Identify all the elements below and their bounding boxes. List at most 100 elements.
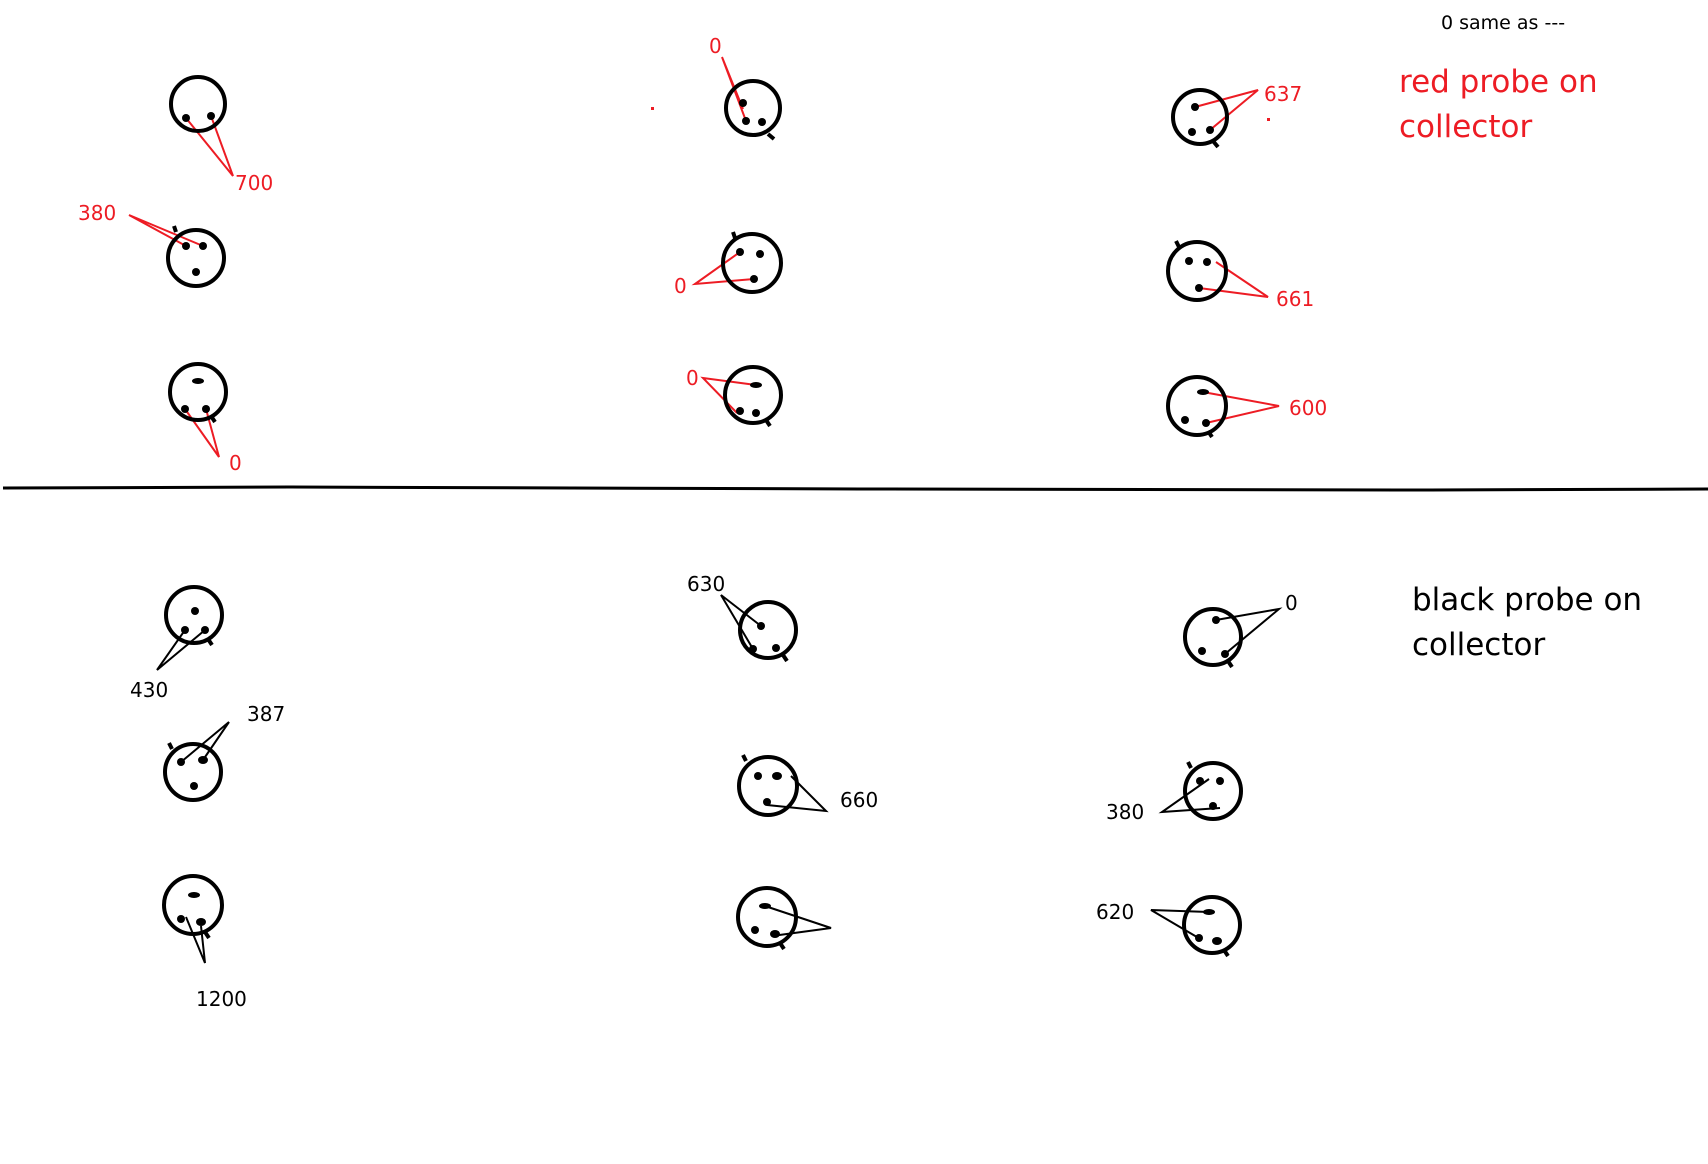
transistor-outline xyxy=(1183,761,1243,821)
transistor-leg xyxy=(1209,802,1217,810)
transistor-leg xyxy=(182,114,190,122)
transistor-outline xyxy=(164,585,224,645)
transistor-leg xyxy=(736,248,744,256)
red-reading: 600 xyxy=(1289,396,1328,420)
red-probe-lines-7 xyxy=(184,408,220,458)
transistor-outline xyxy=(738,600,798,660)
transistor-leg xyxy=(1188,128,1196,136)
transistor-outline xyxy=(1166,375,1228,437)
transistor-tab xyxy=(778,941,786,951)
transistor-leg xyxy=(772,772,782,780)
transistor-tab xyxy=(167,742,174,750)
transistor-leg xyxy=(770,930,780,938)
transistor-leg xyxy=(749,645,757,653)
transistor-leg xyxy=(757,622,765,630)
transistor-leg xyxy=(1197,389,1209,395)
transistor-tab xyxy=(209,414,217,424)
black-reading: 660 xyxy=(840,788,879,812)
transistor-outline xyxy=(169,75,227,133)
transistor-leg xyxy=(177,758,185,766)
transistor-leg xyxy=(188,892,200,898)
black-probe-section xyxy=(156,594,1283,964)
transistor-leg xyxy=(190,782,198,790)
transistor-leg xyxy=(1212,937,1222,945)
transistor-outline xyxy=(166,228,226,288)
transistor-outline xyxy=(737,755,799,817)
transistor-leg xyxy=(1202,419,1210,427)
transistor-leg xyxy=(1198,647,1206,655)
black-reading: 430 xyxy=(130,678,169,702)
transistor-leg xyxy=(181,405,189,413)
transistor-leg xyxy=(1185,257,1193,265)
transistor-leg xyxy=(742,117,750,125)
transistor-outline xyxy=(168,362,228,422)
red-reading: 0 xyxy=(686,366,699,390)
transistor-leg xyxy=(1196,777,1204,785)
transistor-leg xyxy=(1195,284,1203,292)
red-reading: 0 xyxy=(709,34,722,58)
transistor-leg xyxy=(202,405,210,413)
transistor-leg xyxy=(772,644,780,652)
red-probe-lines-2 xyxy=(721,56,747,122)
red-probe-lines-1 xyxy=(185,115,234,177)
transistor-leg xyxy=(759,903,771,909)
black-reading: 0 xyxy=(1285,591,1298,615)
black-reading: 620 xyxy=(1096,900,1135,924)
black-probe-lines-4 xyxy=(180,721,230,763)
transistor-leg xyxy=(1216,777,1224,785)
transistor-leg xyxy=(201,626,209,634)
transistor-leg xyxy=(181,626,189,634)
red-probe-lines-9 xyxy=(1202,391,1280,424)
transistor-tab xyxy=(1206,429,1214,439)
transistor-outline xyxy=(1166,240,1228,302)
transistor-leg xyxy=(1212,616,1220,624)
transistor-tab xyxy=(781,653,789,663)
red-dot-mark xyxy=(651,107,654,110)
transistor-outline xyxy=(721,232,783,294)
black-probe-lines-1 xyxy=(156,629,206,671)
transistor-outline xyxy=(163,742,223,802)
transistor-outline xyxy=(724,79,782,137)
transistor-outline xyxy=(162,874,224,936)
red-dot-mark xyxy=(1267,118,1270,121)
transistor-leg xyxy=(177,915,185,923)
transistor-leg xyxy=(1221,650,1229,658)
transistor-leg xyxy=(196,918,206,926)
red-reading: 380 xyxy=(78,201,117,225)
transistor-outline xyxy=(723,365,783,425)
transistor-leg xyxy=(736,407,744,415)
black-probe-lines-3 xyxy=(1215,607,1283,655)
red-probe-lines-6 xyxy=(1198,261,1269,298)
black-probe-lines-2 xyxy=(720,594,762,650)
transistor-outline xyxy=(1182,895,1242,955)
transistor-leg xyxy=(750,382,762,388)
transistor-tab xyxy=(764,418,772,428)
transistor-tab xyxy=(1211,139,1220,149)
black-reading: 630 xyxy=(687,572,726,596)
red-reading: 661 xyxy=(1276,287,1315,311)
section-divider xyxy=(2,485,1708,492)
transistor-leg xyxy=(192,378,204,384)
transistor-leg xyxy=(1206,126,1214,134)
transistor-tab xyxy=(206,637,214,647)
transistor-tab xyxy=(1226,659,1234,669)
red-reading: 0 xyxy=(674,274,687,298)
transistor-tab xyxy=(1174,240,1181,248)
transistor-tab xyxy=(203,930,211,940)
transistor-tab xyxy=(1186,761,1193,769)
red-reading: 0 xyxy=(229,451,242,475)
black-reading: 380 xyxy=(1106,800,1145,824)
transistor-leg xyxy=(750,275,758,283)
transistor-tab xyxy=(1222,948,1230,958)
black-section-title: black probe on collector xyxy=(1412,582,1643,663)
transistor-leg xyxy=(1203,258,1211,266)
transistor-leg xyxy=(1195,934,1203,942)
red-section-title: red probe on collector xyxy=(1399,64,1598,145)
transistor-tab xyxy=(766,132,776,141)
transistor-leg xyxy=(1203,909,1215,915)
red-reading: 637 xyxy=(1264,82,1303,106)
transistor-leg xyxy=(191,607,199,615)
black-probe-lines-6 xyxy=(1158,778,1221,814)
transistor-leg xyxy=(754,772,762,780)
transistor-leg xyxy=(1191,103,1199,111)
